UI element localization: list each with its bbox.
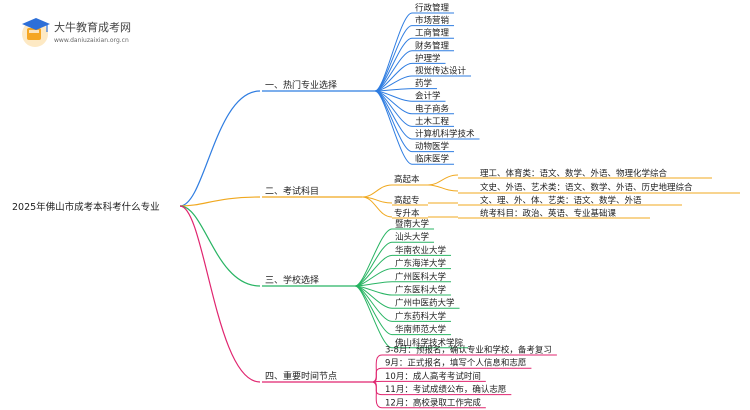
majors-leaf: 市场营销 <box>415 15 450 26</box>
subjects-zsb-label: 专升本 <box>394 208 420 219</box>
timeline-leaf-connector <box>371 367 383 383</box>
timeline-leaf: 10月：成人高考考试时间 <box>385 371 481 382</box>
timeline-leaves: 3-8月：预报名，确认专业和学校，备考复习 9月：正式报名，填写个人信息和志愿 10… <box>371 345 557 409</box>
connector-subjects <box>179 196 261 207</box>
schools-leaf: 广东海洋大学 <box>395 258 447 269</box>
timeline-leaf: 12月：高校录取工作完成 <box>385 397 481 408</box>
majors-leaf: 电子商务 <box>415 103 450 114</box>
timeline-leaf: 9月：正式报名，填写个人信息和志愿 <box>385 358 527 369</box>
connector-zsb <box>361 196 393 218</box>
majors-leaf: 行政管理 <box>415 3 450 14</box>
majors-leaf: 视觉传达设计 <box>415 66 467 77</box>
majors-leaf: 工商管理 <box>415 28 450 39</box>
branch-timeline: 四、重要时间节点 3-8月：预报名，确认专业和学校，备考复习 9月：正式报名，填写… <box>262 345 557 409</box>
timeline-leaf-connector <box>371 381 383 396</box>
majors-leaf-connector <box>374 12 413 92</box>
majors-leaf: 临床医学 <box>415 154 450 165</box>
schools-leaf: 佛山科学技术学院 <box>395 337 464 348</box>
schools-leaf: 广东药科大学 <box>395 311 447 322</box>
schools-leaf: 华南农业大学 <box>395 245 447 256</box>
schools-leaf: 华南师范大学 <box>395 324 447 335</box>
timeline-leaf-connector <box>371 381 383 409</box>
schools-leaf: 汕头大学 <box>395 232 430 243</box>
branch-schools: 三、学校选择 暨南大学汕头大学华南农业大学广东海洋大学广州医科大学广东医科大学广… <box>262 219 469 349</box>
gqz-detail: 文、理、外、体、艺类：语文、数学、外语 <box>480 195 642 206</box>
mortarboard-logo-icon <box>22 18 50 47</box>
site-logo: 大牛教育成考网 www.daniuzaixian.org.cn <box>22 18 131 47</box>
majors-leaf: 会计学 <box>415 91 441 102</box>
majors-leaf: 财务管理 <box>415 40 450 51</box>
branch-majors: 一、热门专业选择 行政管理市场营销工商管理财务管理护理学视觉传达设计药学会计学电… <box>262 3 480 165</box>
timeline-leaf-connector <box>371 354 383 383</box>
branch-schools-label: 三、学校选择 <box>265 274 319 286</box>
logo-url: www.daniuzaixian.org.cn <box>54 37 129 44</box>
majors-leaves: 行政管理市场营销工商管理财务管理护理学视觉传达设计药学会计学电子商务土木工程计算… <box>374 3 480 165</box>
root-connectors <box>179 90 261 383</box>
branch-timeline-label: 四、重要时间节点 <box>265 370 337 382</box>
logo-title: 大牛教育成考网 <box>54 20 131 34</box>
connector-gqb-1 <box>427 174 459 186</box>
subjects-connectors <box>361 174 459 218</box>
schools-leaf: 广州医科大学 <box>395 271 447 282</box>
connector-gqb-2 <box>427 184 459 192</box>
schools-leaf-connector <box>354 241 393 287</box>
connector-gqb <box>361 184 393 198</box>
majors-leaf: 计算机科学技术 <box>415 129 475 140</box>
branch-majors-label: 一、热门专业选择 <box>265 79 337 91</box>
gqb-item-2: 文史、外语、艺术类：语文、数学、外语、历史地理综合 <box>480 182 693 193</box>
timeline-leaf: 3-8月：预报名，确认专业和学校，备考复习 <box>385 345 552 356</box>
majors-leaf-connector <box>374 90 413 165</box>
subjects-gqz-label: 高起专 <box>394 195 420 206</box>
connector-schools <box>179 205 261 287</box>
subjects-gqb-label: 高起本 <box>394 174 420 185</box>
branch-subjects-label: 二、考试科目 <box>265 185 319 197</box>
connector-majors <box>179 90 261 207</box>
schools-leaf-connector <box>354 285 393 336</box>
majors-leaf: 土木工程 <box>415 116 450 127</box>
schools-leaves: 暨南大学汕头大学华南农业大学广东海洋大学广州医科大学广东医科大学广州中医药大学广… <box>354 219 469 349</box>
majors-leaf: 动物医学 <box>415 141 450 152</box>
schools-leaf: 广州中医药大学 <box>395 298 455 309</box>
majors-leaf: 护理学 <box>415 53 441 64</box>
majors-leaf: 药学 <box>415 78 433 89</box>
schools-leaf: 暨南大学 <box>395 219 430 230</box>
majors-leaf-connector <box>374 25 413 92</box>
connector-timeline <box>179 205 261 383</box>
timeline-leaf: 11月：考试成绩公布，确认志愿 <box>385 384 507 395</box>
majors-leaf-connector <box>374 90 413 140</box>
zsb-detail: 统考科目：政治、英语、专业基础课 <box>480 208 617 219</box>
root-topic: 2025年佛山市成考本科考什么专业 <box>12 201 160 213</box>
schools-leaf: 广东医科大学 <box>395 285 447 296</box>
schools-leaf-connector <box>354 285 393 349</box>
gqb-item-1: 理工、体育类：语文、数学、外语、物理化学综合 <box>480 168 668 179</box>
branch-subjects: 二、考试科目 高起本 理工、体育类：语文、数学、外语、物理化学综合 文史、外语、… <box>262 168 740 219</box>
